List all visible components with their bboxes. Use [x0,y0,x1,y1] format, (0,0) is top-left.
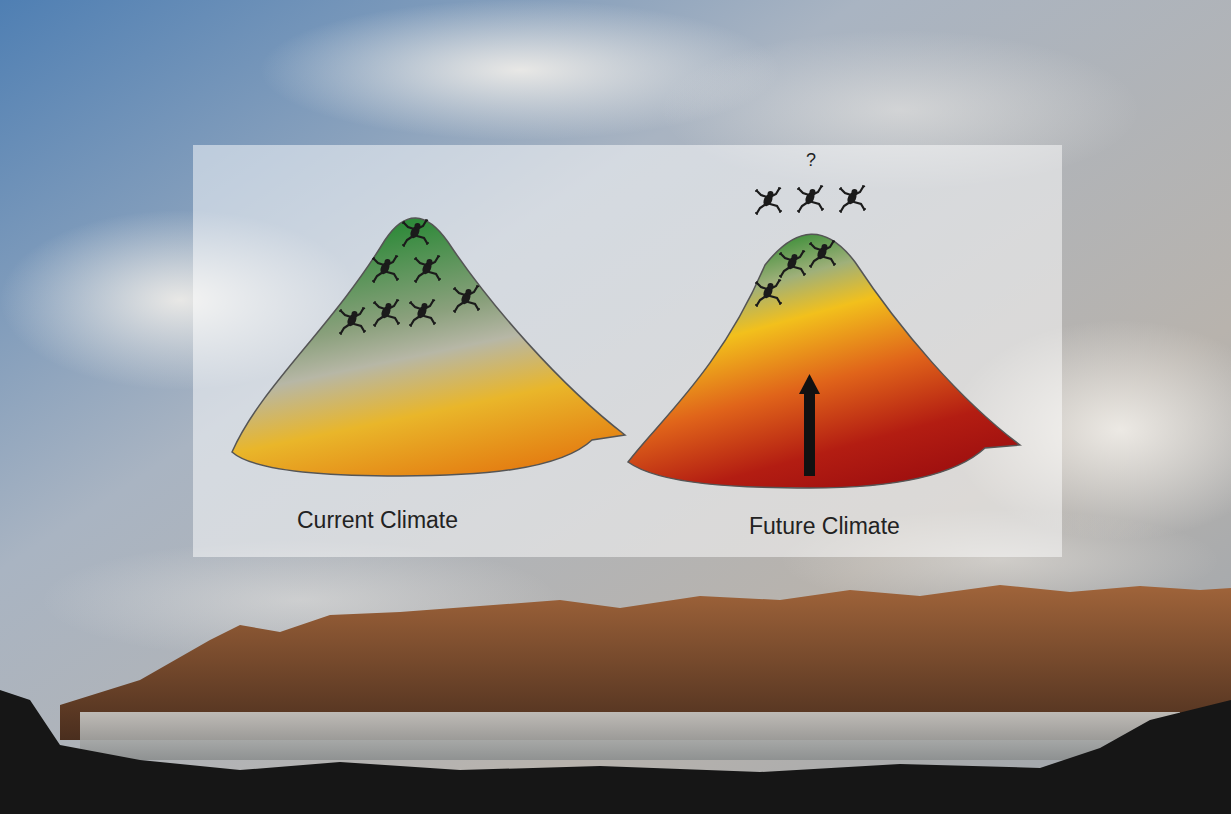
frog-icons [339,185,866,335]
future-mountain [628,234,1020,488]
current-mountain [232,218,625,476]
panel-caption: Future Climate [749,513,900,541]
overlay-panel [193,145,1062,557]
clouds [0,0,1231,660]
warming-arrow [799,374,820,476]
uncertainty-mark: ? [806,150,816,172]
panel-caption: Current Climate [297,507,458,535]
valley-fog [80,712,1180,760]
tree-silhouette [0,690,1231,814]
